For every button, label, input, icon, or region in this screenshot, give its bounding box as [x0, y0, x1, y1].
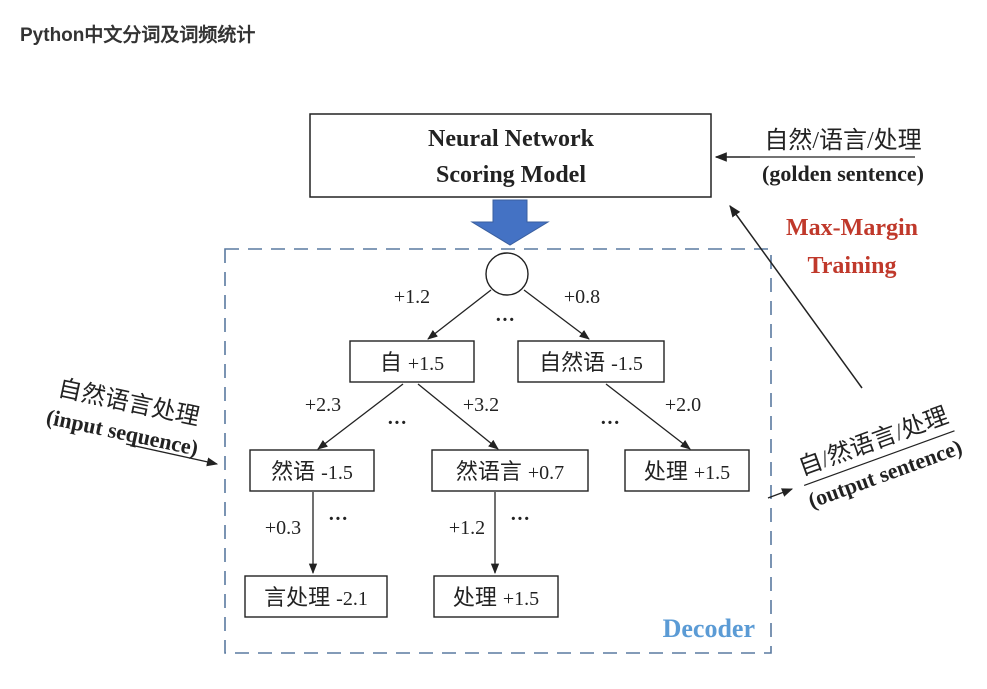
node-yanchuli-score: -2.1: [336, 588, 368, 610]
edge-root-zi: [427, 289, 492, 340]
node-zi-score: +1.5: [408, 353, 444, 375]
node-zi: 自 +1.5: [349, 340, 475, 383]
node-chuli-a-score: +1.5: [694, 462, 730, 484]
output-sentence: 自/然语言/处理 (output sentence): [795, 402, 966, 513]
node-ranyu-word: 然语: [271, 459, 315, 484]
root-node: [485, 252, 529, 296]
node-zi-word: 自: [380, 350, 402, 375]
ellipsis-zi: ···: [387, 412, 407, 434]
model-title-line2: Scoring Model: [436, 162, 586, 188]
svg-text:处理+1.5: 处理 +1.5: [644, 459, 730, 484]
node-chuli-b-word: 处理: [453, 585, 497, 610]
edge-zi-ranyuyan: [417, 383, 499, 450]
model-title-line1: Neural Network: [428, 126, 595, 152]
node-ziranyu-word: 自然语: [539, 350, 605, 375]
node-ziranyu: 自然语 -1.5: [517, 340, 665, 383]
score-zi-left: +2.3: [305, 394, 341, 416]
node-ranyuyan-score: +0.7: [528, 462, 564, 484]
score-root-right: +0.8: [564, 286, 600, 308]
decoder-label: Decoder: [663, 614, 755, 643]
node-ranyu-score: -1.5: [321, 462, 353, 484]
edge-zi-ranyu: [317, 383, 404, 450]
node-ranyuyan: 然语言 +0.7: [431, 449, 589, 492]
training-line2: Training: [808, 253, 897, 279]
node-yanchuli-word: 言处理: [264, 585, 330, 610]
input-arrow: [125, 443, 219, 467]
svg-text:然语言+0.7: 然语言 +0.7: [456, 459, 564, 484]
score-root-left: +1.2: [394, 286, 430, 308]
golden-label: (golden sentence): [762, 161, 924, 186]
node-chuli-a-word: 处理: [644, 459, 688, 484]
node-chuli-a: 处理 +1.5: [624, 449, 750, 492]
score-ziranyu-right: +2.0: [665, 394, 701, 416]
ellipsis-ziranyu: ···: [600, 412, 620, 434]
page-title: Python中文分词及词频统计: [20, 25, 256, 46]
score-zi-right: +3.2: [463, 394, 499, 416]
node-chuli-b-score: +1.5: [503, 588, 539, 610]
ellipsis-root: ···: [495, 309, 515, 331]
svg-text:自+1.5: 自 +1.5: [380, 350, 444, 375]
edge-root-ziranyu: [523, 289, 590, 340]
golden-words: 自然/语言/处理: [764, 127, 921, 154]
node-chuli-b: 处理 +1.5: [433, 575, 559, 618]
training-arrow: [729, 205, 863, 389]
decoder-frame: [224, 248, 772, 654]
node-ziranyu-score: -1.5: [611, 353, 643, 375]
node-ranyu: 然语 -1.5: [249, 449, 375, 492]
svg-text:言处理-2.1: 言处理 -2.1: [264, 585, 368, 610]
svg-text:自然语-1.5: 自然语 -1.5: [539, 350, 643, 375]
down-arrow-icon: [470, 199, 550, 246]
training-line1: Max-Margin: [786, 215, 918, 241]
ellipsis-ranyuyan: ···: [510, 508, 530, 530]
ellipsis-ranyu: ···: [328, 508, 348, 530]
svg-text:处理+1.5: 处理 +1.5: [453, 585, 539, 610]
edge-ziranyu-chuli: [605, 383, 691, 450]
svg-text:然语-1.5: 然语 -1.5: [271, 459, 353, 484]
node-yanchuli: 言处理 -2.1: [244, 575, 388, 618]
input-sequence: 自然语言处理 (input sequence): [44, 375, 202, 461]
output-arrow: [767, 488, 794, 499]
score-ranyu-down: +0.3: [265, 517, 301, 539]
node-ranyuyan-word: 然语言: [456, 459, 522, 484]
scoring-model-box: [309, 113, 712, 198]
score-ranyuyan-down: +1.2: [449, 517, 485, 539]
